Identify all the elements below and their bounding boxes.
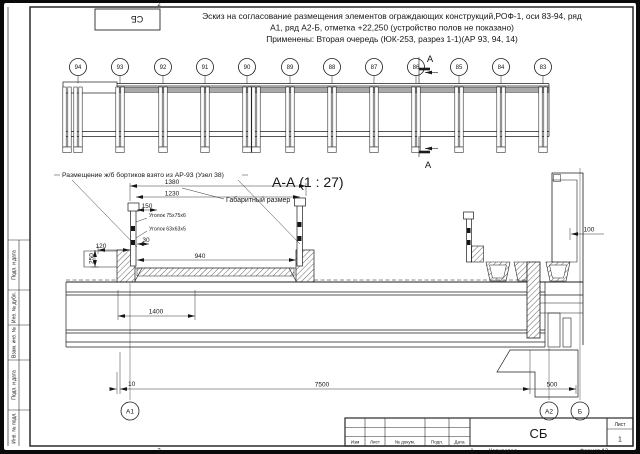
svg-text:7500: 7500 [315, 381, 330, 388]
bracket-outline [496, 349, 579, 398]
svg-text:91: 91 [202, 65, 209, 71]
side-label: Взам. инв. № [12, 327, 18, 358]
svg-text:83: 83 [540, 65, 547, 71]
section-axis-labels: А1 А2 Б [126, 408, 582, 415]
column-section [526, 261, 541, 339]
axis-bubble [238, 58, 256, 76]
col-doc: № докум. [395, 440, 415, 445]
fold-mark-bottom-mid: 1 [470, 449, 473, 454]
svg-text:84: 84 [498, 65, 505, 71]
railing-posts [62, 86, 548, 153]
svg-text:93: 93 [117, 65, 124, 71]
col-list: Лист [370, 440, 381, 445]
plan-axis-numbers: 94 93 92 91 90 89 88 87 86 85 84 83 [75, 65, 547, 71]
axis-bubble [69, 58, 87, 76]
floor-tray [134, 267, 297, 282]
side-label: Инв. № подл. [12, 412, 18, 443]
axis-bubble [534, 58, 552, 76]
svg-text:А2: А2 [545, 408, 553, 415]
axis-bubble [492, 58, 510, 76]
svg-text:Б: Б [578, 408, 582, 415]
ribbed-slabs [485, 261, 571, 282]
svg-text:88: 88 [329, 65, 336, 71]
axis-bubble [196, 58, 214, 76]
svg-text:1230: 1230 [165, 190, 180, 197]
section-cut-marker [418, 57, 438, 157]
axis-bubble [120, 401, 140, 421]
svg-text:250: 250 [89, 253, 96, 264]
sheet-frame [7, 6, 634, 447]
plan-view: 94 93 92 91 90 89 88 87 86 85 84 83 А А [62, 54, 552, 171]
label-angle-1: Уголок 75х75х6 [149, 213, 186, 219]
border-plate-column-side [463, 211, 484, 263]
footer-copied: Копировал [489, 449, 517, 454]
section-axis-bubbles [120, 401, 590, 421]
axis-bubble [365, 58, 383, 76]
section-letter-top: А [427, 54, 434, 65]
svg-text:30: 30 [142, 237, 150, 244]
border-plate-right [294, 197, 306, 267]
fold-mark-bottom-left: 2 [157, 449, 161, 454]
svg-text:940: 940 [195, 253, 206, 260]
svg-text:89: 89 [287, 65, 294, 71]
beam-lines [65, 279, 583, 348]
title-block [344, 417, 634, 447]
section-view: А-А (1 : 27) Размещение ж/б бортиков взя… [54, 168, 604, 421]
axis-bubble [111, 58, 129, 76]
svg-text:120: 120 [96, 243, 107, 250]
doc-code: СБ [530, 426, 548, 441]
dimension-texts: 1380 1230 150 30 120 250 940 1400 100 10… [89, 179, 595, 388]
svg-text:85: 85 [456, 65, 463, 71]
axis-bubble [154, 58, 172, 76]
sheet-number: 1 [618, 437, 622, 444]
fold-mark-top: 2 [157, 2, 161, 8]
title-line-3: Применены: Вторая очередь (ЮК-253, разре… [266, 34, 518, 44]
axis-bubble [281, 58, 299, 76]
axis-bubble [450, 58, 468, 76]
axis-bubble [323, 58, 341, 76]
section-axis-lines [129, 168, 581, 400]
drawing-title: Эскиз на согласование размещения элемент… [202, 11, 582, 44]
side-label: Подп. и дата [12, 370, 18, 400]
border-plate-left [127, 202, 140, 267]
col-data: Дата [454, 440, 465, 445]
svg-text:150: 150 [142, 203, 153, 210]
axis-bubble [407, 58, 425, 76]
svg-text:1380: 1380 [165, 179, 180, 186]
side-column-labels: Подп. и дата Инв. № дубл. Взам. инв. № П… [12, 250, 18, 444]
axis-bubble [570, 401, 590, 421]
col-podp: Подп. [431, 440, 443, 445]
svg-text:87: 87 [371, 65, 378, 71]
section-note: Размещение ж/б бортиков взято из АР-93 (… [62, 171, 224, 179]
sheet-label: Лист [615, 422, 627, 428]
parapet-wall [540, 172, 584, 348]
svg-text:94: 94 [75, 65, 82, 71]
plan-axis-bubbles [69, 58, 552, 76]
svg-text:А1: А1 [126, 408, 134, 415]
leader-lines [54, 174, 301, 248]
title-block-texts: Изм Лист № докум. Подп. Дата СБ Лист 1 1… [351, 422, 626, 454]
svg-text:90: 90 [244, 65, 251, 71]
title-line-1: Эскиз на согласование размещения элемент… [202, 11, 582, 21]
side-label: Подп. и дата [12, 250, 18, 280]
section-title: А-А (1 : 27) [272, 174, 344, 190]
svg-text:10: 10 [128, 381, 136, 388]
label-angle-2: Уголок 63х63х5 [149, 227, 186, 233]
axis-bubble [539, 401, 559, 421]
svg-text:1400: 1400 [149, 309, 164, 316]
label-overall: Габаритный размер [226, 196, 290, 204]
title-line-2: А1, ряд А2-Б, отметка +22,250 (устройств… [270, 23, 514, 33]
svg-text:92: 92 [160, 65, 167, 71]
footer-format: Формат А3 [580, 449, 608, 454]
svg-text:86: 86 [413, 65, 420, 71]
section-dimensions [91, 183, 604, 394]
side-label: Инв. № дубл. [12, 292, 18, 323]
col-izm: Изм [351, 440, 360, 445]
section-letter-bottom: А [425, 160, 432, 171]
drawing-sheet [4, 3, 636, 450]
svg-text:500: 500 [547, 381, 558, 388]
svg-text:100: 100 [584, 227, 595, 234]
doc-code-rotated: СБ [131, 14, 143, 24]
